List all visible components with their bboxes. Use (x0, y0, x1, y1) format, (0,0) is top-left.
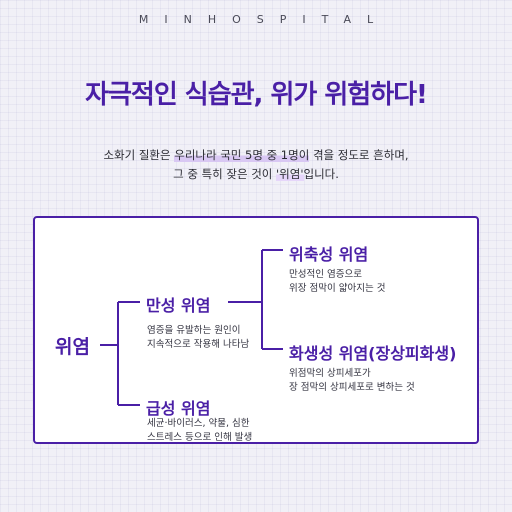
node-acute-gastritis: 급성 위염 (146, 399, 211, 418)
desc-chronic-gastritis: 염증을 유발하는 원인이 지속적으로 작용해 나타남 (147, 324, 249, 352)
node-atrophic-gastritis: 위축성 위염 (289, 245, 369, 264)
intro-line-2-part-c: 입니다. (303, 167, 339, 181)
intro-line-1-part-a: 소화기 질환은 (103, 148, 175, 162)
brand-logo-text: MINHOSPITAL (138, 13, 390, 26)
node-chronic-gastritis: 만성 위염 (146, 296, 211, 315)
desc-acute-gastritis: 세균·바이러스, 약물, 심한 스트레스 등으로 인해 발생 (147, 417, 252, 445)
node-metaplastic-gastritis: 화생성 위염(장상피화생) (289, 344, 457, 363)
intro-text: 소화기 질환은 우리나라 국민 5명 중 1명이 겪을 정도로 흔하며, 그 중… (0, 146, 512, 184)
desc-line: 지속적으로 작용해 나타남 (147, 339, 250, 350)
desc-line: 위점막의 상피세포가 (289, 368, 371, 379)
intro-highlight-stat: 우리나라 국민 5명 중 1명이 (174, 148, 310, 162)
intro-line-2: 그 중 특히 잦은 것이 '위염'입니다. (0, 165, 512, 184)
desc-line: 만성적인 염증으로 (289, 269, 362, 280)
page-headline: 자극적인 식습관, 위가 위험하다! (85, 80, 428, 110)
tree-root-gastritis: 위염 (55, 336, 90, 358)
intro-line-2-part-a: 그 중 특히 잦은 것이 (173, 167, 277, 181)
desc-line: 스트레스 등으로 인해 발생 (147, 432, 253, 443)
desc-atrophic-gastritis: 만성적인 염증으로 위장 점막이 얇아지는 것 (289, 268, 385, 296)
desc-line: 세균·바이러스, 약물, 심한 (147, 418, 250, 429)
desc-line: 염증을 유발하는 원인이 (147, 325, 241, 336)
intro-highlight-gastritis: '위염' (276, 167, 304, 181)
desc-metaplastic-gastritis: 위점막의 상피세포가 장 점막의 상피세포로 변하는 것 (289, 367, 415, 395)
desc-line: 위장 점막이 얇아지는 것 (289, 283, 386, 294)
intro-line-1-part-c: 겪을 정도로 흔하며, (309, 148, 409, 162)
desc-line: 장 점막의 상피세포로 변하는 것 (289, 382, 415, 393)
intro-line-1: 소화기 질환은 우리나라 국민 5명 중 1명이 겪을 정도로 흔하며, (0, 146, 512, 165)
classification-card (33, 216, 479, 444)
